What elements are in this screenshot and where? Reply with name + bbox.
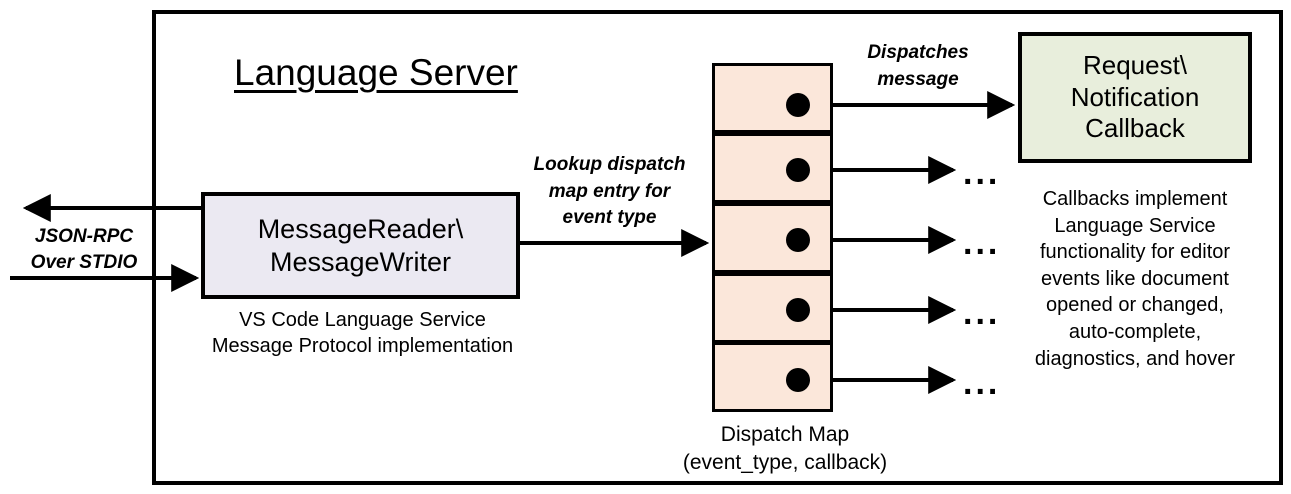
reader-caption-line2: Message Protocol implementation: [211, 335, 514, 357]
callback-caption-line6: auto-complete,: [1068, 320, 1202, 343]
dispatches-label-line1: Dispatches: [867, 42, 969, 63]
message-reader-writer-box[interactable]: MessageReader\ MessageWriter: [201, 192, 520, 299]
jsonrpc-label-line2: Over STDIO: [30, 251, 138, 273]
callback-caption-line3: functionality for editor: [1039, 241, 1231, 264]
reader-caption-line1: VS Code Language Service: [239, 309, 486, 331]
message-reader-caption: VS Code Language Service Message Protoco…: [190, 307, 535, 359]
more-callbacks-ellipsis-3: ...: [963, 224, 1001, 262]
callback-line2: Notification: [1070, 81, 1200, 112]
jsonrpc-transport-label: JSON-RPC Over STDIO: [14, 224, 154, 275]
callback-caption-line2: Language Service: [1054, 214, 1216, 237]
dispatch-map-row-2[interactable]: [712, 133, 833, 203]
callback-caption-line4: events like document: [1041, 267, 1229, 290]
dispatch-map-row-3[interactable]: [712, 203, 833, 273]
language-server-boundary: [152, 10, 1283, 485]
dispatch-caption-line1: Dispatch Map: [720, 423, 850, 446]
dispatch-map-row-4[interactable]: [712, 273, 833, 343]
callback-dot-3: [786, 228, 810, 252]
dispatches-label-line2: message: [877, 68, 959, 90]
callback-caption-line5: opened or changed,: [1046, 294, 1224, 317]
callback-description: Callbacks implement Language Service fun…: [1010, 186, 1260, 372]
callback-dot-5: [786, 368, 810, 392]
page-title: Language Server: [234, 52, 518, 93]
callback-dot-1: [786, 93, 810, 117]
message-reader-label: MessageReader\: [257, 213, 464, 244]
jsonrpc-label-line1: JSON-RPC: [34, 226, 134, 247]
lookup-label-line3: event type: [562, 207, 657, 229]
lookup-label-line1: Lookup dispatch: [533, 154, 686, 175]
more-callbacks-ellipsis-5: ...: [963, 364, 1001, 402]
request-notification-callback-box[interactable]: Request\ Notification Callback: [1018, 32, 1252, 163]
message-writer-label: MessageWriter: [269, 246, 452, 277]
more-callbacks-ellipsis-2: ...: [963, 154, 1001, 192]
dispatch-caption-line2: (event_type, callback): [682, 450, 888, 474]
dispatch-map-caption: Dispatch Map (event_type, callback): [640, 421, 930, 477]
lookup-dispatch-label: Lookup dispatch map entry for event type: [512, 152, 707, 232]
dispatches-message-label: Dispatches message: [833, 40, 1003, 93]
dispatch-map-table[interactable]: [712, 63, 833, 412]
callback-caption-line1: Callbacks implement: [1042, 188, 1228, 210]
dispatch-map-row-5[interactable]: [712, 342, 833, 412]
dispatch-map-row-1[interactable]: [712, 63, 833, 133]
callback-caption-line7: diagnostics, and hover: [1034, 347, 1236, 370]
more-callbacks-ellipsis-4: ...: [963, 294, 1001, 332]
callback-dot-2: [786, 158, 810, 182]
callback-line3: Callback: [1085, 113, 1185, 144]
lookup-label-line2: map entry for: [548, 180, 671, 202]
callback-dot-4: [786, 298, 810, 322]
callback-line1: Request\: [1082, 49, 1188, 80]
